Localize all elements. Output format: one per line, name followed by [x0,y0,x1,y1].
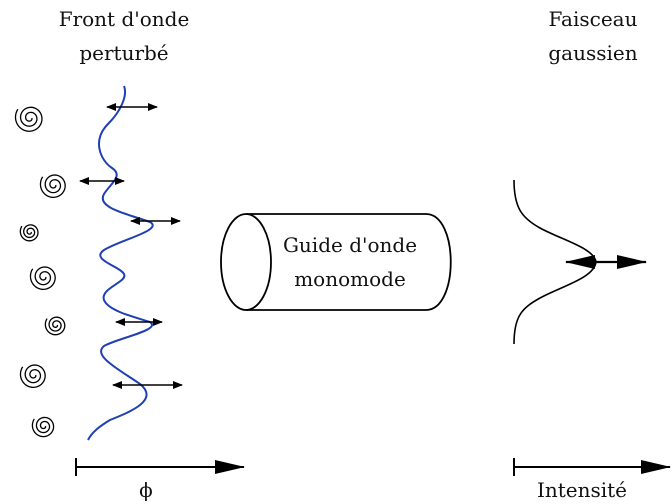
spiral-icon [14,106,43,132]
spiral-icon [44,316,66,336]
spiral-icon [31,416,55,438]
perturbed-wavefront [87,85,154,441]
jitter-arrows [79,103,183,389]
spiral-icon [19,364,46,389]
phase-axis-label: ϕ [139,478,153,502]
intensity-axis [513,458,671,476]
waveguide-body [246,213,452,311]
phase-axis [75,458,245,476]
turbulence-spirals [14,106,66,438]
left-title-line1: Front d'onde [59,7,190,31]
spiral-icon [19,224,39,242]
spiral-icon [29,266,56,291]
intensity-axis-label: Intensité [537,478,627,502]
right-title-line1: Faisceau [549,7,638,31]
left-title-line2: perturbé [79,41,168,65]
right-title-line2: gaussien [548,41,637,65]
guide-label-line2: monomode [294,267,406,291]
guide-label-line1: Guide d'onde [283,233,417,257]
waveguide-cylinder [220,213,452,311]
waveguide-front-face [220,213,272,311]
spiral-icon [39,174,66,199]
